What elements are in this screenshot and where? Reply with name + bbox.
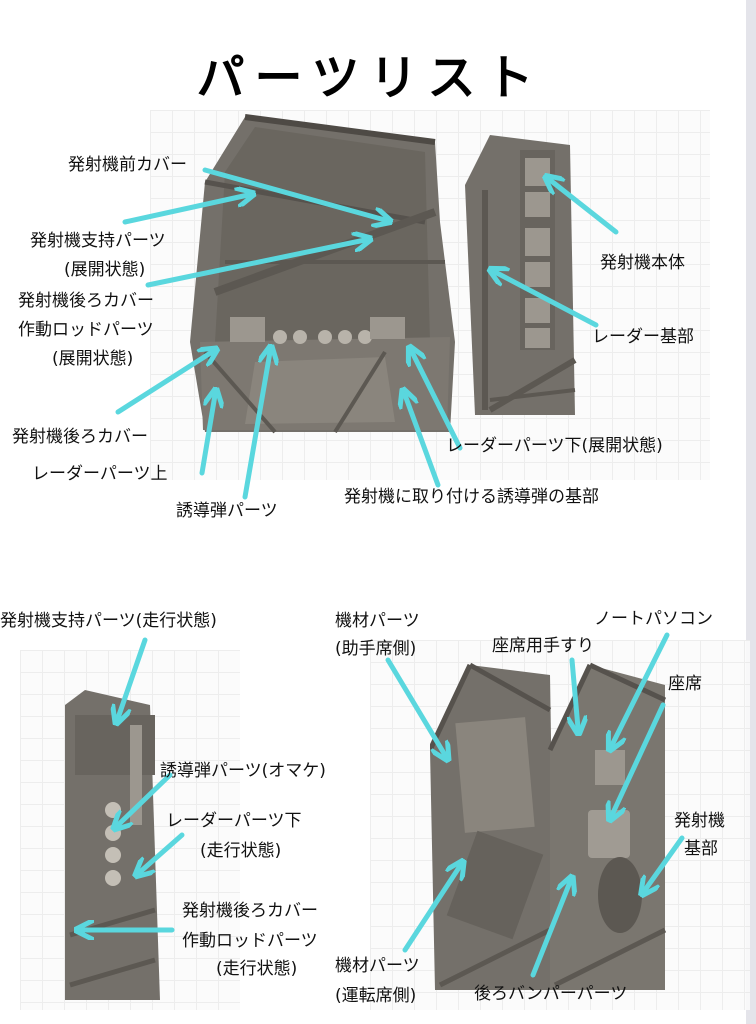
label-rear-cover-rod-deployed: 発射機後ろカバー [18,291,154,311]
scrollbar[interactable] [746,0,756,1024]
label-laptop: ノートパソコン [594,609,713,629]
label-launcher-support-deployed: 発射機支持パーツ [30,231,166,251]
model-launcher-body [465,135,577,415]
label-radar-lower-driving: レーダーパーツ下 [166,811,302,831]
label-equipment-driver: 機材パーツ [335,956,420,976]
label-rear-bumper: 後ろバンパーパーツ [474,984,628,1004]
label-radar-lower-driving-state: (走行状態) [200,841,282,861]
model-cabin [430,662,667,990]
label-seat-handrail: 座席用手すり [492,636,594,656]
label-rear-cover-rod-driving-2: 作動ロッドパーツ [182,931,318,951]
label-radar-upper: レーダーパーツ上 [32,464,168,484]
label-rear-cover-rod-deployed-2: 作動ロッドパーツ [18,320,154,340]
label-equipment-passenger-side: (助手席側) [335,639,417,659]
label-launcher-body: 発射機本体 [600,253,685,273]
label-launcher-base-2: 基部 [684,839,718,859]
label-missile-base: 発射機に取り付ける誘導弾の基部 [344,487,599,507]
label-equipment-driver-side: (運転席側) [335,986,417,1006]
label-launcher-support-driving: 発射機支持パーツ(走行状態) [0,611,217,631]
label-radar-lower-deployed: レーダーパーツ下(展開状態) [446,436,663,456]
label-seat: 座席 [668,674,702,694]
model-launcher-driving [65,690,160,1000]
label-rear-cover-rod-deployed-state: (展開状態) [52,349,134,369]
label-equipment-passenger: 機材パーツ [335,611,420,631]
label-launcher-front-cover: 発射機前カバー [68,155,187,175]
label-radar-base: レーダー基部 [592,327,694,347]
label-launcher-base: 発射機 [674,811,725,831]
label-launcher-support-deployed-state: (展開状態) [64,260,146,280]
page-title: パーツリスト [196,50,544,106]
label-rear-cover-rod-driving: 発射機後ろカバー [182,901,318,921]
label-missile-parts-extra: 誘導弾パーツ(オマケ) [160,761,326,781]
label-rear-cover-rod-driving-state: (走行状態) [216,959,298,979]
model-launcher-deployed [190,114,455,434]
label-missile-parts: 誘導弾パーツ [176,501,278,521]
label-launcher-rear-cover: 発射機後ろカバー [12,427,148,447]
